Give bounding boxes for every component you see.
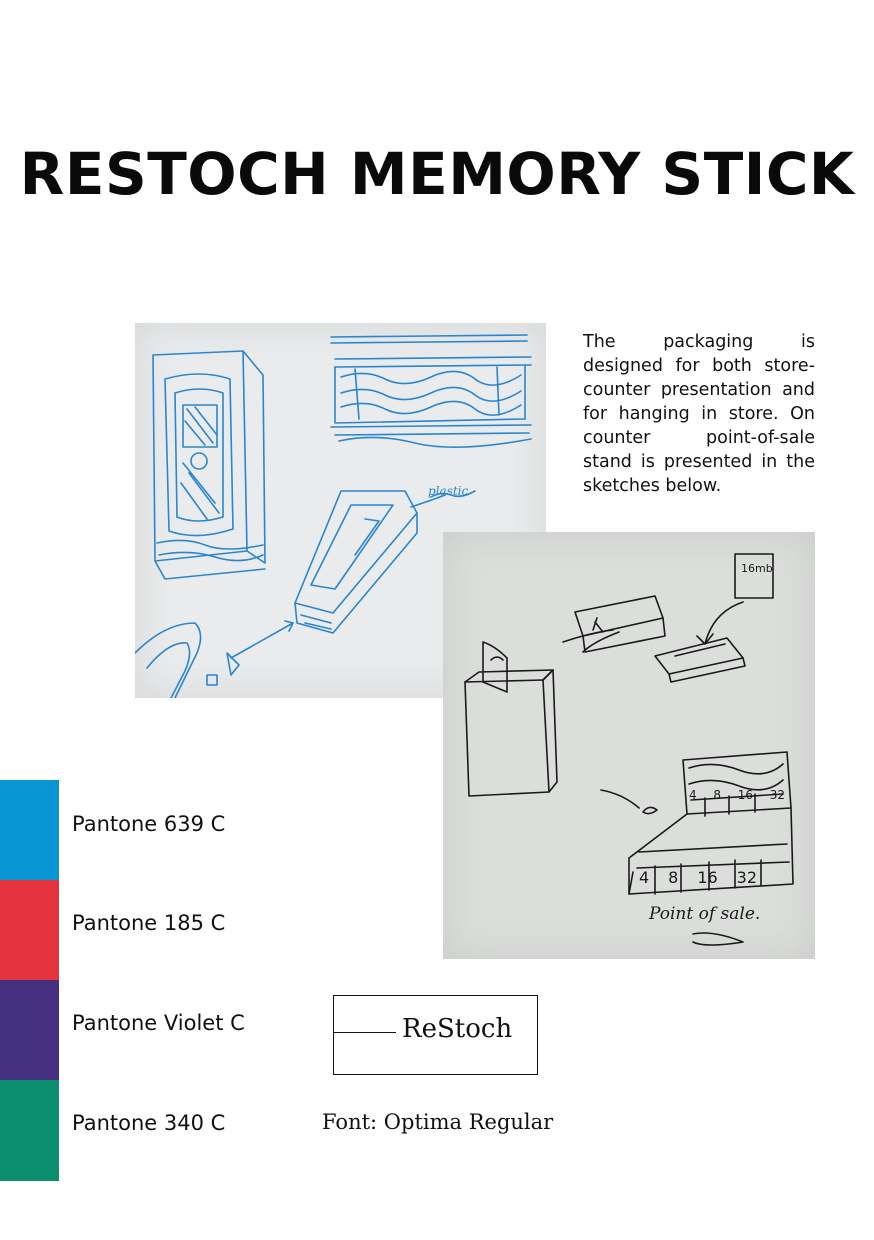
plastic-annotation: plastic	[428, 484, 469, 498]
swatch-label: Pantone 639 C	[72, 812, 226, 836]
display-size-label: 8	[668, 868, 679, 887]
display-size-label: 16	[697, 868, 718, 887]
display-size-label: 16	[737, 788, 753, 802]
logo-box: ReStoch	[333, 995, 538, 1075]
display-size-label: 4	[639, 868, 650, 887]
blue-sketch-photo	[135, 323, 546, 698]
font-note: Font: Optima Regular	[322, 1110, 554, 1134]
logo-rule	[334, 1032, 396, 1033]
swatch-pantone-340c	[0, 1080, 59, 1181]
display-sizes-front: 4 8 16 32	[639, 868, 757, 887]
point-of-sale-caption: Point of sale.	[649, 904, 761, 924]
swatch-label: Pantone Violet C	[72, 1011, 245, 1035]
capacity-label: 16mb	[741, 562, 773, 575]
swatch-label: Pantone 340 C	[72, 1111, 226, 1135]
swatch-pantone-violet-c	[0, 980, 59, 1080]
swatch-pantone-639c	[0, 780, 59, 880]
page-title: RESTOCH MEMORY STICK	[19, 140, 855, 208]
display-size-label: 8	[713, 788, 721, 802]
swatch-label: Pantone 185 C	[72, 911, 226, 935]
display-sizes-top: 4 8 16 32	[689, 788, 785, 802]
swatch-pantone-185c	[0, 880, 59, 980]
black-sketch-photo: 16mb 4 8 16 32 4 8 16 32 Point of sale.	[443, 532, 815, 959]
display-size-label: 32	[769, 788, 785, 802]
logo-text: ReStoch	[402, 1014, 513, 1044]
display-size-label: 4	[689, 788, 697, 802]
display-size-label: 32	[736, 868, 757, 887]
packaging-description: The packaging is designed for both store…	[583, 332, 815, 496]
